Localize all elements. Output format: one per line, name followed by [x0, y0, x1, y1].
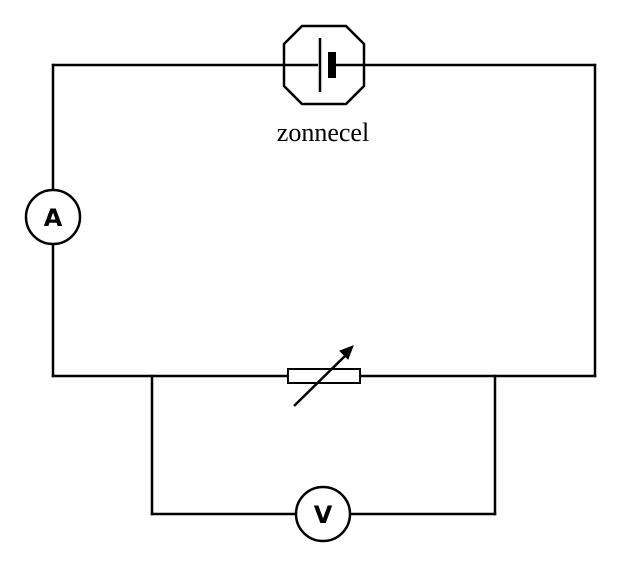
- solar-cell-short-plate: [328, 52, 336, 78]
- ammeter-circle: [24, 188, 82, 246]
- resistor-arrow-shaft: [293, 354, 347, 407]
- voltmeter-symbol: V: [314, 501, 333, 529]
- voltmeter-icon: V: [294, 485, 352, 543]
- main-circuit-wires: [51, 63, 597, 378]
- ammeter-symbol: A: [44, 204, 63, 232]
- voltmeter-branch-wires: [150, 374, 497, 516]
- solar-cell-octagon: [282, 24, 366, 106]
- variable-resistor-icon: [287, 345, 361, 407]
- voltmeter-circle: [294, 485, 352, 543]
- solar-cell-label: zonnecel: [277, 118, 369, 147]
- ammeter-icon: A: [24, 188, 82, 246]
- solar-cell-icon: [282, 24, 366, 106]
- resistor-arrow-head: [339, 345, 354, 360]
